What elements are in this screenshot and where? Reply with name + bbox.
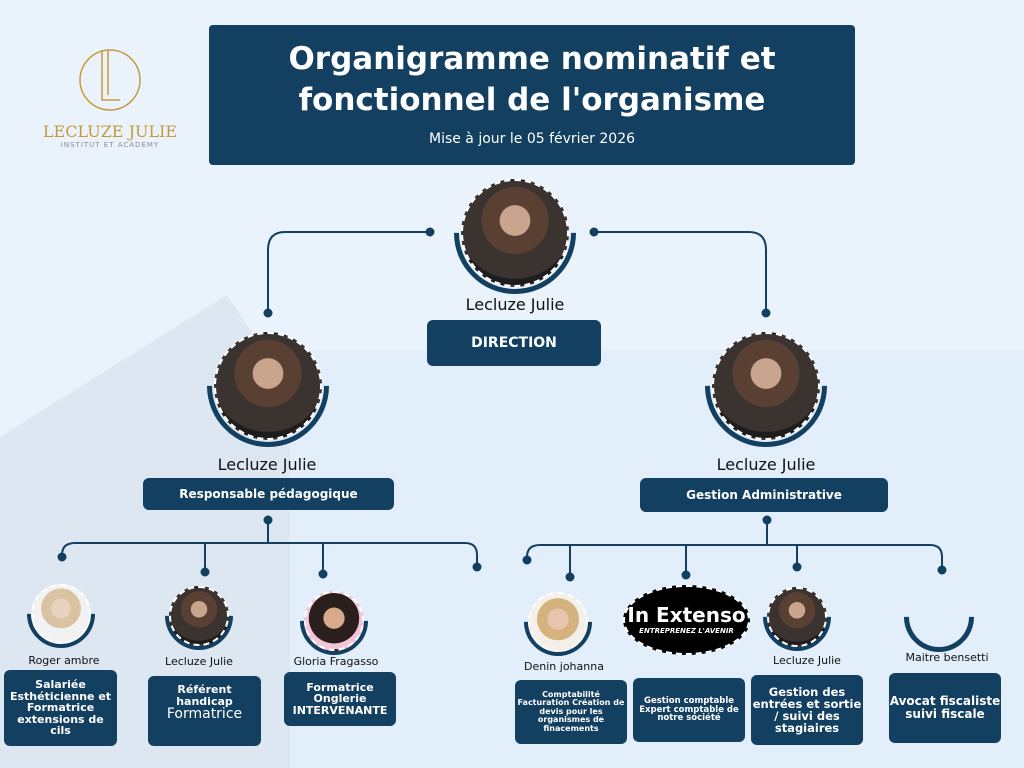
logo-name: LECLUZE JULIE: [42, 122, 178, 141]
member-photo: [169, 586, 229, 646]
in-extenso-logo: In Extenso ENTREPRENEZ L'AVENIR: [623, 585, 750, 655]
member-name: Lecluze Julie: [165, 655, 233, 668]
direction-name: Lecluze Julie: [465, 295, 565, 314]
administrative-name: Lecluze Julie: [716, 455, 816, 474]
administrative-photo: [712, 332, 820, 440]
member-role: Gestion comptable Expert comptable de no…: [633, 678, 745, 742]
member-photo: [304, 591, 364, 651]
direction-photo: [461, 179, 569, 287]
member-name: Lecluze Julie: [773, 654, 841, 667]
member-name: Roger ambre: [28, 654, 100, 667]
pedagogique-name: Lecluze Julie: [217, 455, 317, 474]
pedagogique-role: Responsable pédagogique: [143, 478, 394, 510]
logo: LECLUZE JULIE INSTITUT ET ACADEMY: [40, 45, 180, 149]
in-extenso-tagline: ENTREPRENEZ L'AVENIR: [639, 627, 734, 635]
pedagogique-photo: [214, 332, 322, 440]
logo-mark-icon: [79, 49, 141, 111]
direction-role: DIRECTION: [427, 320, 601, 366]
member-photo: [31, 584, 91, 644]
title-line-2: fonctionnel de l'organisme: [298, 82, 766, 118]
member-name: Gloria Fragasso: [293, 655, 379, 668]
title-banner: Organigramme nominatif et fonctionnel de …: [209, 25, 855, 165]
logo-tagline: INSTITUT ET ACADEMY: [60, 141, 160, 149]
update-date: Mise à jour le 05 février 2026: [428, 131, 636, 147]
member-role-line: Formatrice: [166, 706, 243, 723]
member-role: Salariée Esthéticienne et Formatrice ext…: [4, 670, 117, 746]
title-line-1: Organigramme nominatif et: [288, 41, 776, 77]
administrative-role: Gestion Administrative: [640, 478, 888, 512]
member-role: Formatrice Onglerie INTERVENANTE: [284, 672, 396, 726]
in-extenso-name: In Extenso: [627, 603, 746, 627]
member-role-line: Référent handicap: [176, 683, 233, 708]
member-role: Comptabilité Facturation Création de dev…: [515, 680, 627, 744]
member-role: Référent handicap Formatrice: [148, 676, 261, 746]
member-name: Denin johanna: [524, 660, 604, 673]
member-name: Maitre bensetti: [905, 651, 989, 664]
member-photo: [528, 592, 588, 652]
member-role: Avocat fiscaliste suivi fiscale: [889, 673, 1001, 743]
member-role: Gestion des entrées et sortie / suivi de…: [751, 675, 863, 745]
member-photo: [767, 587, 827, 647]
